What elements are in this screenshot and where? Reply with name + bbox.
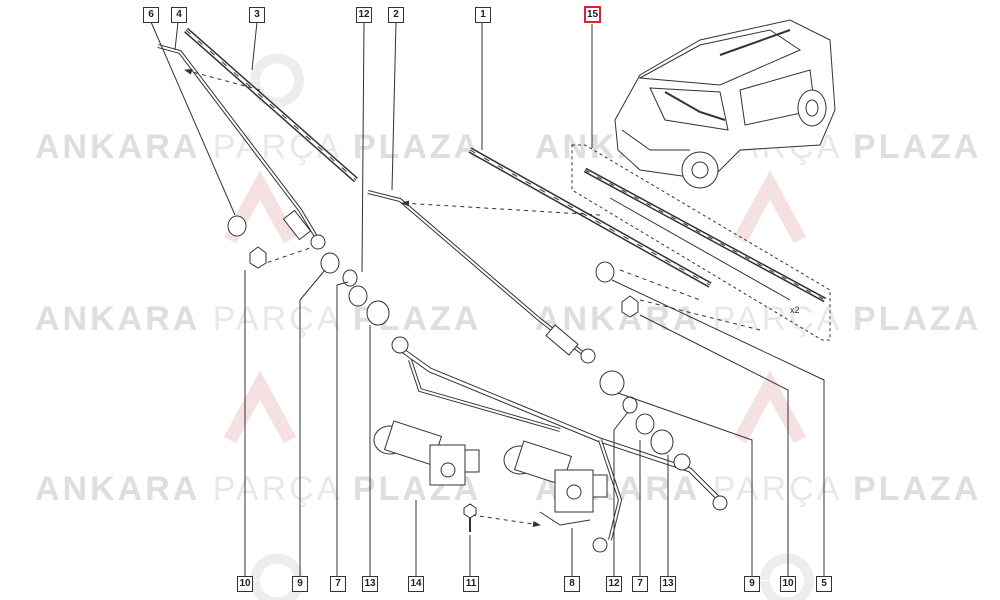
callout-6[interactable]: 6 — [143, 7, 159, 23]
callout-7-right[interactable]: 7 — [632, 576, 648, 592]
quantity-note: x2 — [790, 305, 800, 315]
callout-11[interactable]: 11 — [463, 576, 479, 592]
wiper-motor-left — [373, 420, 480, 486]
callout-9-left[interactable]: 9 — [292, 576, 308, 592]
callout-13-right[interactable]: 13 — [660, 576, 676, 592]
vehicle-illustration — [614, 19, 836, 189]
callout-14[interactable]: 14 — [408, 576, 424, 592]
callout-12-bottom[interactable]: 12 — [606, 576, 622, 592]
callout-3[interactable]: 3 — [249, 7, 265, 23]
callout-15-highlighted[interactable]: 15 — [584, 6, 601, 23]
callout-9-right[interactable]: 9 — [744, 576, 760, 592]
callout-5[interactable]: 5 — [816, 576, 832, 592]
watermark-row: ANKARA PARÇA PLAZA — [35, 470, 482, 508]
callout-1[interactable]: 1 — [475, 7, 491, 23]
watermark-logos — [223, 170, 807, 444]
wiper-motor-right — [503, 440, 608, 526]
callout-8[interactable]: 8 — [564, 576, 580, 592]
callout-4[interactable]: 4 — [171, 7, 187, 23]
callout-7-left[interactable]: 7 — [330, 576, 346, 592]
callout-12-top[interactable]: 12 — [356, 7, 372, 23]
watermark-row: ANKARA PARÇA PLAZA — [535, 300, 982, 338]
callout-13-left[interactable]: 13 — [362, 576, 378, 592]
callout-10-left[interactable]: 10 — [237, 576, 253, 592]
wiper-blade-left — [184, 27, 358, 183]
callout-10-right[interactable]: 10 — [780, 576, 796, 592]
callout-2[interactable]: 2 — [388, 7, 404, 23]
